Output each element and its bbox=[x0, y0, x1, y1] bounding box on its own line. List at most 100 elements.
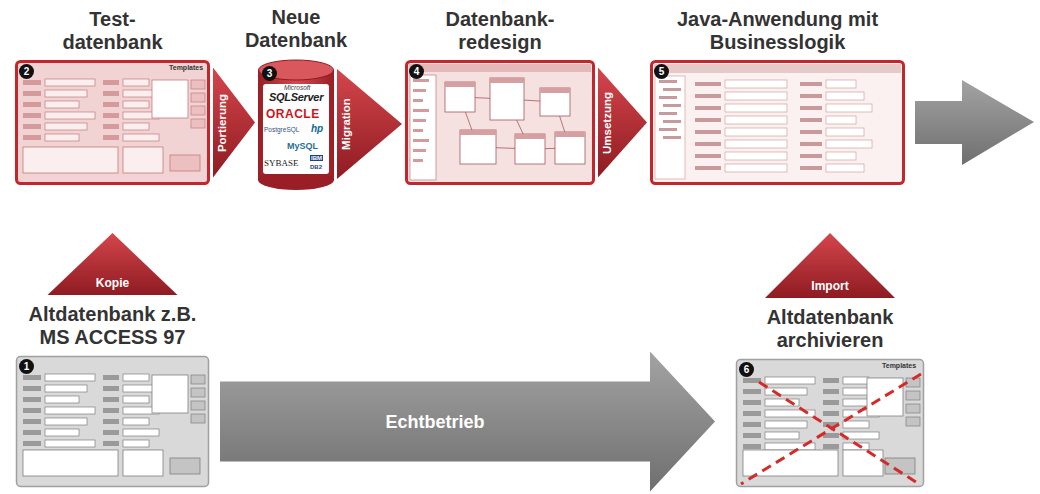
drawing-part bbox=[823, 400, 839, 405]
drawing-part bbox=[800, 154, 822, 158]
step-title: Datenbank- redesign bbox=[435, 8, 565, 54]
drawing-part bbox=[800, 118, 822, 122]
drawing-part bbox=[23, 102, 41, 107]
screenshot-drawing bbox=[650, 60, 905, 185]
drawing-part bbox=[663, 120, 681, 123]
edge-label: Portierung bbox=[216, 93, 228, 151]
drawing-part bbox=[413, 159, 423, 162]
drawing-part bbox=[515, 134, 545, 164]
drawing-part bbox=[765, 421, 807, 428]
callout-number: 4 bbox=[409, 64, 424, 79]
block-arrow bbox=[598, 68, 647, 178]
block-arrow bbox=[213, 68, 255, 178]
drawing-part bbox=[490, 78, 524, 83]
drawing-part bbox=[259, 60, 334, 80]
screen-frame bbox=[737, 360, 924, 487]
drawing-part bbox=[826, 140, 872, 148]
drawing-part bbox=[23, 91, 41, 96]
drawing-part bbox=[654, 64, 901, 73]
process-step: Altdatenbank archivieren bbox=[735, 306, 925, 488]
drawing-part bbox=[152, 80, 188, 118]
screenshot bbox=[15, 355, 210, 488]
drawing-part bbox=[45, 134, 79, 141]
callout-number: 6 bbox=[739, 362, 754, 377]
drawing-part bbox=[663, 104, 681, 107]
drawing-part bbox=[906, 404, 920, 413]
drawing-part bbox=[743, 400, 761, 405]
block-arrow bbox=[765, 233, 895, 298]
step-title-group: Altdatenbank archivieren bbox=[750, 306, 910, 352]
drawing-part bbox=[743, 422, 761, 427]
edge-label: Umsetzung bbox=[601, 92, 613, 154]
drawing-part bbox=[103, 135, 119, 140]
drawing-part bbox=[655, 76, 685, 179]
drawing-part bbox=[23, 80, 41, 85]
drawing-part bbox=[826, 128, 864, 136]
drawing-part bbox=[191, 106, 205, 115]
drawing-part bbox=[843, 450, 883, 476]
drawing-part bbox=[23, 147, 118, 173]
drawing-part bbox=[103, 386, 119, 391]
drawing-part bbox=[45, 429, 79, 436]
drawing-part bbox=[823, 378, 839, 383]
screenshot bbox=[15, 60, 210, 185]
edge-label: Echtbetrieb bbox=[385, 411, 484, 432]
drawing-part bbox=[659, 96, 677, 99]
drawing-part bbox=[191, 119, 205, 128]
process-step: Java-Anwendung mit Businesslogik bbox=[650, 8, 905, 185]
drawing-part bbox=[45, 374, 95, 381]
drawing-part bbox=[663, 88, 681, 91]
block-arrow bbox=[337, 69, 402, 179]
drawing-part bbox=[725, 92, 787, 100]
drawing-part bbox=[843, 377, 869, 384]
logo-text: IBM bbox=[310, 155, 323, 161]
step-title-group: Datenbank- redesign bbox=[435, 8, 565, 54]
drawing-part bbox=[413, 99, 423, 102]
drawing-part bbox=[695, 94, 721, 98]
drawing-part bbox=[695, 166, 721, 170]
drawing-part bbox=[45, 79, 95, 86]
screen-frame bbox=[652, 62, 904, 184]
logo-text: SQLServer bbox=[269, 91, 323, 103]
drawing-part bbox=[725, 104, 787, 112]
drawing-part bbox=[695, 142, 721, 146]
screenshot-drawing bbox=[405, 60, 595, 185]
callout-number: 2 bbox=[19, 64, 34, 79]
drawing-part bbox=[410, 75, 436, 180]
drawing-part bbox=[695, 106, 721, 110]
step-title-group: Neue Datenbank bbox=[236, 6, 356, 52]
drawing-part bbox=[45, 385, 87, 392]
process-step: Test- datenbank bbox=[15, 8, 210, 185]
drawing-part bbox=[743, 411, 761, 416]
edge-label: Kopie bbox=[96, 276, 129, 290]
drawing-part bbox=[103, 430, 119, 435]
drawing-part bbox=[826, 80, 856, 88]
drawing-part bbox=[103, 113, 119, 118]
drawing-part bbox=[743, 389, 761, 394]
drawing-part bbox=[765, 432, 799, 439]
drawing-part bbox=[555, 132, 585, 164]
drawing-part bbox=[659, 128, 677, 131]
cross-out bbox=[741, 374, 921, 484]
drawing-part bbox=[123, 79, 149, 86]
drawing-part bbox=[826, 104, 872, 112]
drawing-part bbox=[23, 450, 118, 476]
drawing-part bbox=[103, 408, 119, 413]
step-title: Altdatenbank archivieren bbox=[750, 306, 910, 352]
drawing-part bbox=[191, 93, 205, 102]
step-title: Altdatenbank z.B. MS ACCESS 97 bbox=[13, 303, 213, 349]
edge-label: Import bbox=[811, 279, 848, 293]
cross-out bbox=[759, 382, 919, 484]
drawing-part bbox=[152, 375, 188, 413]
drawing-part bbox=[45, 396, 79, 403]
drawing-part bbox=[413, 109, 429, 112]
block-arrow bbox=[48, 233, 178, 295]
drawing-part bbox=[800, 130, 822, 134]
drawing-part bbox=[555, 132, 585, 137]
drawing-part bbox=[23, 430, 41, 435]
drawing-part bbox=[725, 128, 787, 136]
drawing-part bbox=[191, 414, 205, 423]
logo-panel bbox=[263, 84, 329, 174]
drawing-part bbox=[823, 411, 839, 416]
drawing-part bbox=[45, 90, 87, 97]
